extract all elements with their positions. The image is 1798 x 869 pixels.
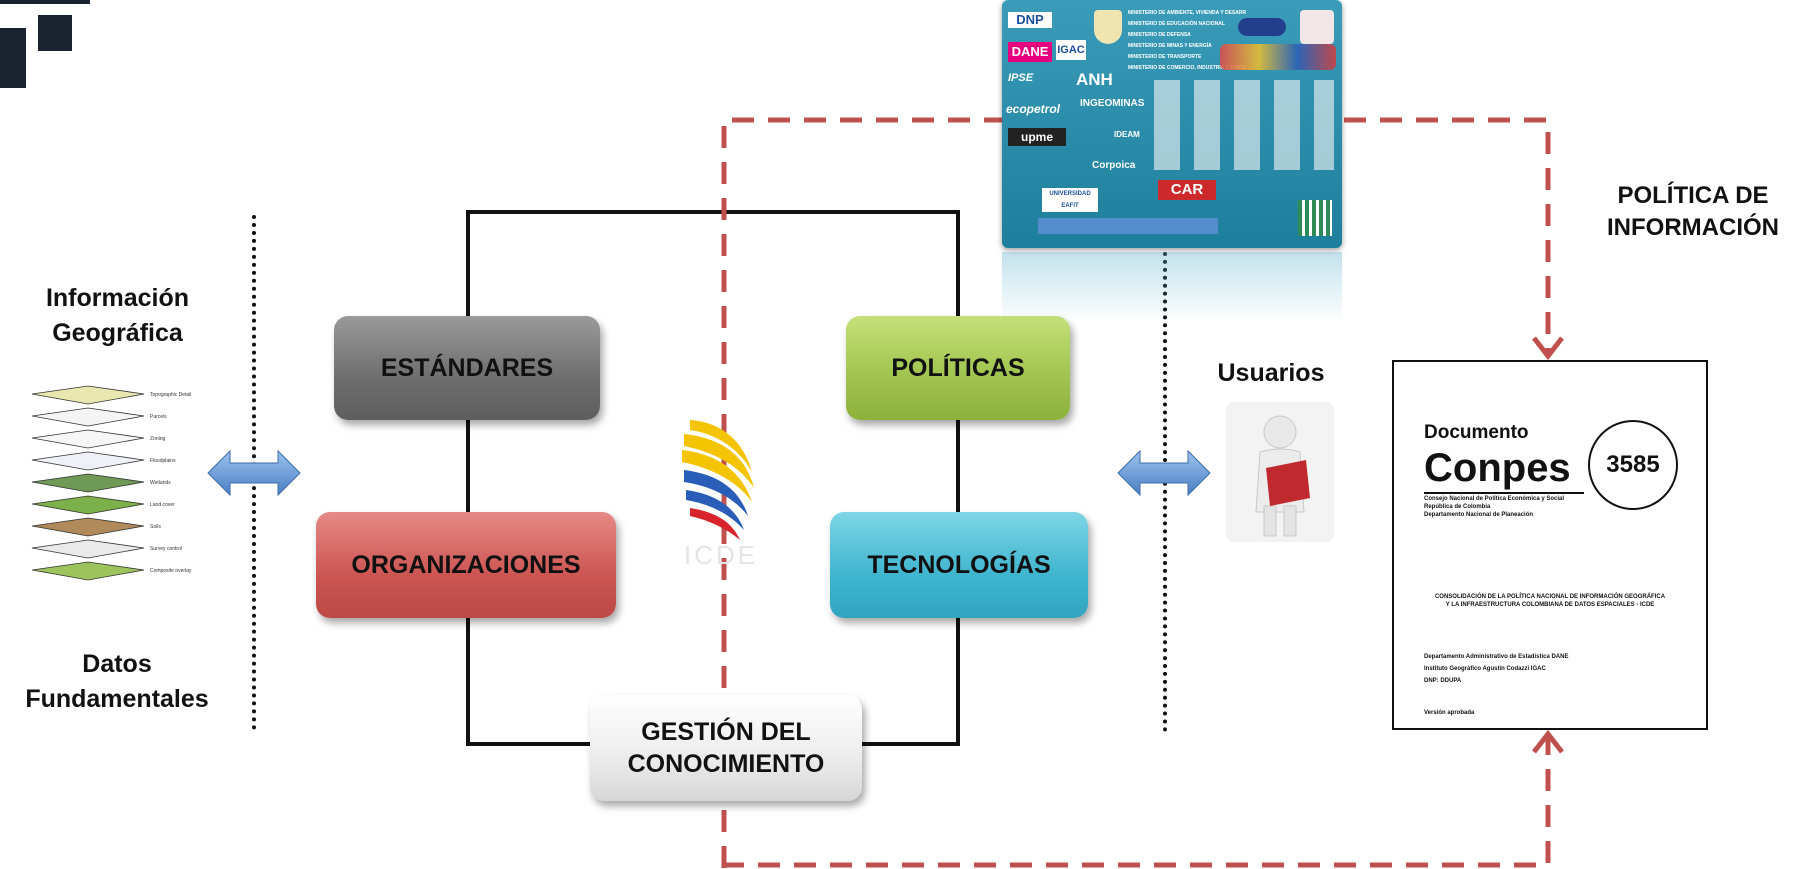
map-layer — [31, 451, 145, 471]
map-layer-label: Topographic Detail — [150, 392, 191, 398]
map-layer — [31, 429, 145, 449]
map-layer-label: Zoning — [150, 436, 166, 442]
box-label: ESTÁNDARES — [380, 354, 554, 382]
dane-logo: DANE — [1008, 42, 1052, 62]
conpes-title: Conpes — [1424, 446, 1571, 490]
ingeominas-logo: INGEOMINAS — [1080, 98, 1145, 109]
politica-informacion-label: POLÍTICA DE INFORMACIÓN — [1588, 180, 1798, 244]
republica-text: República de Colombia — [1424, 504, 1491, 510]
chart-logo-icon — [1298, 200, 1332, 236]
politicas-box: POLÍTICAS — [846, 316, 1070, 420]
documento-text: Documento — [1424, 422, 1529, 443]
conpes-subject-line2: Y LA INFRAESTRUCTURA COLOMBIANA DE DATOS… — [1445, 602, 1655, 608]
ministry-name: MINISTERIO DE EDUCACIÓN NACIONAL — [1128, 21, 1225, 27]
box-label: CONOCIMIENTO — [627, 750, 825, 778]
upme-logo: upme — [1008, 128, 1066, 146]
ministry-name: MINISTERIO DE TRANSPORTE — [1128, 54, 1202, 60]
conpes-document: Documento Conpes 3585 Consejo Nacional d… — [1392, 360, 1708, 730]
heading-line: Información — [45, 284, 190, 312]
corner-logo-shape — [0, 0, 90, 88]
org3-text: DNP: DDUPA — [1424, 678, 1462, 684]
user-reading-icon — [1226, 402, 1334, 542]
left-double-arrow — [207, 449, 301, 497]
map-layer — [31, 561, 145, 581]
heading-line: Geográfica — [52, 319, 183, 347]
map-layer-label: Soils — [150, 524, 161, 530]
box-label: GESTIÓN DEL — [641, 718, 811, 746]
map-layer — [31, 473, 145, 493]
map-layer-label: Survey control — [150, 546, 182, 552]
ipse-logo: IPSE — [1008, 72, 1034, 84]
map-layer-label: Parcels — [150, 414, 167, 420]
heading-line: Fundamentales — [25, 685, 209, 713]
organizaciones-box: ORGANIZACIONES — [316, 512, 616, 618]
dnp-text: Departamento Nacional de Planeación — [1424, 512, 1534, 518]
colombia-shield-icon — [1094, 10, 1122, 44]
estandares-box: ESTÁNDARES — [334, 316, 600, 420]
org1-text: Departamento Administrativo de Estadísti… — [1424, 654, 1569, 660]
label-line: POLÍTICA DE — [1617, 182, 1769, 209]
right-dotted-divider — [1163, 252, 1167, 732]
map-layer — [31, 495, 145, 515]
icde-logo-text: ICDE — [684, 540, 758, 570]
map-layer-label: Floodplains — [150, 458, 176, 464]
car-logo: CAR — [1158, 180, 1216, 200]
conpes-underline — [1424, 492, 1584, 494]
usuarios-heading: Usuarios — [1217, 359, 1325, 387]
box-label: TECNOLOGÍAS — [867, 551, 1051, 579]
aerocivil-logo-icon — [1238, 18, 1286, 36]
bottom-logo-strip-icon — [1038, 218, 1218, 234]
org2-text: Instituto Geográfico Agustín Codazzi IGA… — [1424, 666, 1546, 672]
gestion-conocimiento-box: GESTIÓN DEL CONOCIMIENTO — [590, 695, 862, 801]
ministry-name: MINISTERIO DE AMBIENTE, VIVIENDA Y DESAR… — [1128, 10, 1246, 16]
right-double-arrow — [1117, 449, 1211, 497]
ministry-name: MINISTERIO DE MINAS Y ENERGÍA — [1128, 43, 1212, 49]
ideam-logo: IDEAM — [1114, 130, 1140, 139]
ecopetrol-logo: ecopetrol — [1006, 102, 1061, 116]
informacion-geografica-heading: Información Geográfica — [10, 281, 225, 351]
corpoica-logo: Corpoica — [1092, 160, 1136, 171]
icde-logo: ICDE — [682, 420, 758, 570]
anh-logo: ANH — [1076, 70, 1113, 89]
conpes-subject-line1: CONSOLIDACIÓN DE LA POLÍTICA NACIONAL DE… — [1434, 594, 1666, 600]
label-line: INFORMACIÓN — [1607, 214, 1779, 241]
logo-grid-icon — [1154, 80, 1334, 170]
conpes-number: 3585 — [1606, 451, 1660, 478]
map-layer-label: Wetlands — [150, 480, 171, 486]
map-layer-label: Land cover — [150, 502, 175, 508]
box-label: POLÍTICAS — [891, 354, 1025, 382]
igac-logo: IGAC — [1056, 40, 1086, 60]
map-layer — [31, 539, 145, 559]
map-layer-label: Composite overlay — [150, 568, 192, 574]
version-text: Versión aprobada — [1424, 710, 1475, 716]
heading-line: Datos — [82, 650, 152, 678]
tecnologias-box: TECNOLOGÍAS — [830, 512, 1088, 618]
logo-mosaic-reflection — [1002, 252, 1342, 322]
ministry-name: MINISTERIO DE DEFENSA — [1128, 32, 1191, 38]
box-label: ORGANIZACIONES — [351, 551, 581, 579]
map-layer — [31, 407, 145, 427]
consejo-text: Consejo Nacional de Política Económica y… — [1424, 496, 1565, 502]
map-layer — [31, 385, 145, 405]
badges-row-icon — [1220, 44, 1336, 70]
gis-layers-illustration: Topographic DetailParcelsZoningFloodplai… — [31, 385, 192, 581]
ministry-name: MINISTERIO DE COMERCIO, INDUSTRIA Y TURI… — [1128, 65, 1246, 71]
ministries-list: MINISTERIO DE AMBIENTE, VIVIENDA Y DESAR… — [1128, 8, 1246, 74]
dnp-logo: DNP — [1008, 12, 1052, 28]
conpes-number-circle: 3585 — [1588, 420, 1678, 510]
institutions-logo-mosaic: DNP DANE IGAC MINISTERIO DE AMBIENTE, VI… — [1002, 0, 1342, 248]
eafit-logo: UNIVERSIDAD EAFIT — [1042, 188, 1098, 212]
map-layer — [31, 517, 145, 537]
datos-fundamentales-heading: Datos Fundamentales — [2, 647, 232, 717]
seal-logo-icon — [1300, 10, 1334, 44]
